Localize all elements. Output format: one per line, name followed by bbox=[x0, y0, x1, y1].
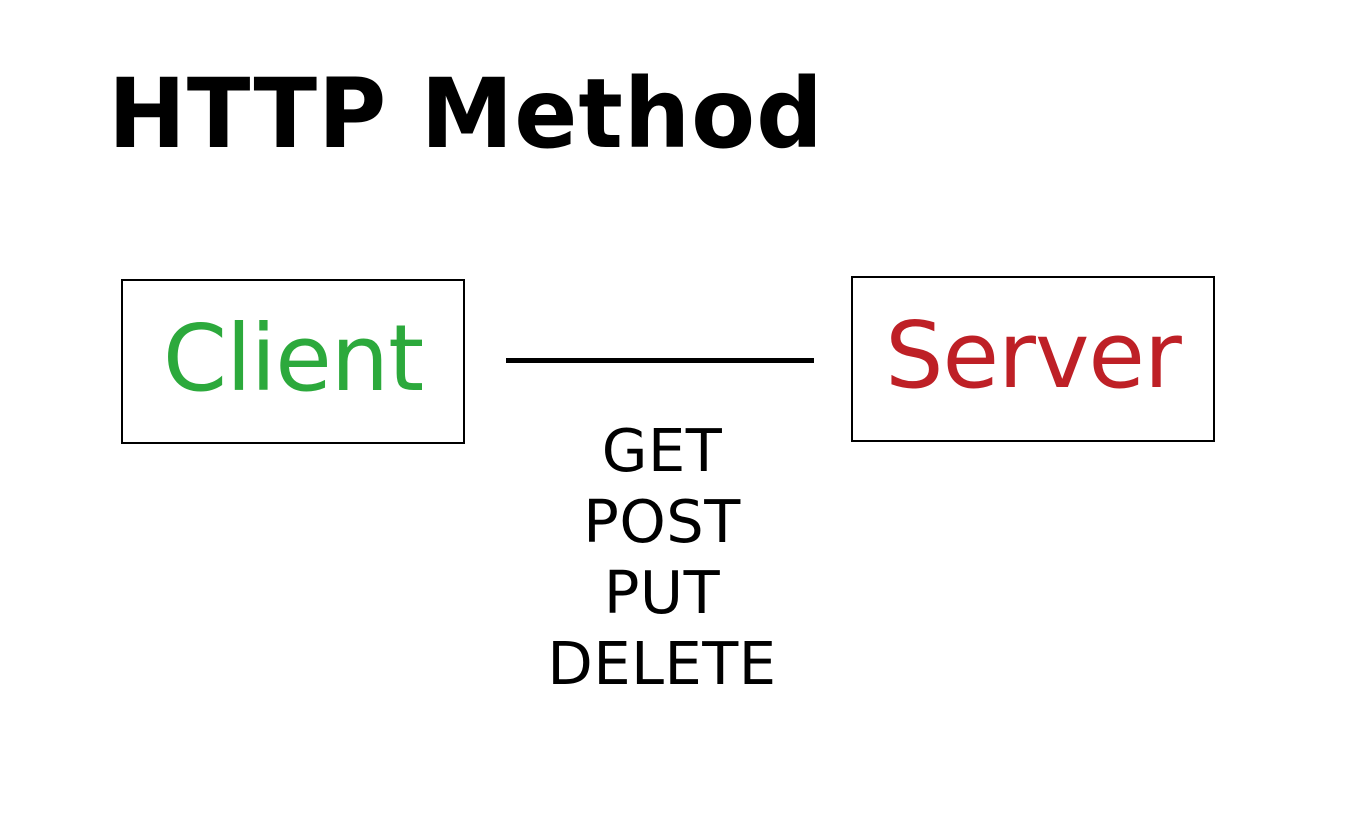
node-server[interactable]: Server bbox=[851, 276, 1215, 442]
http-method-delete: DELETE bbox=[547, 629, 777, 698]
page-title: HTTP Method bbox=[108, 58, 824, 170]
http-method-list: GET POST PUT DELETE bbox=[462, 415, 862, 699]
node-client-label: Client bbox=[162, 304, 424, 412]
http-method-put: PUT bbox=[603, 558, 721, 627]
http-method-post: POST bbox=[583, 487, 741, 556]
client-server-connector bbox=[506, 358, 814, 363]
http-method-get: GET bbox=[601, 416, 723, 485]
node-client[interactable]: Client bbox=[121, 279, 465, 444]
node-server-label: Server bbox=[885, 302, 1182, 409]
